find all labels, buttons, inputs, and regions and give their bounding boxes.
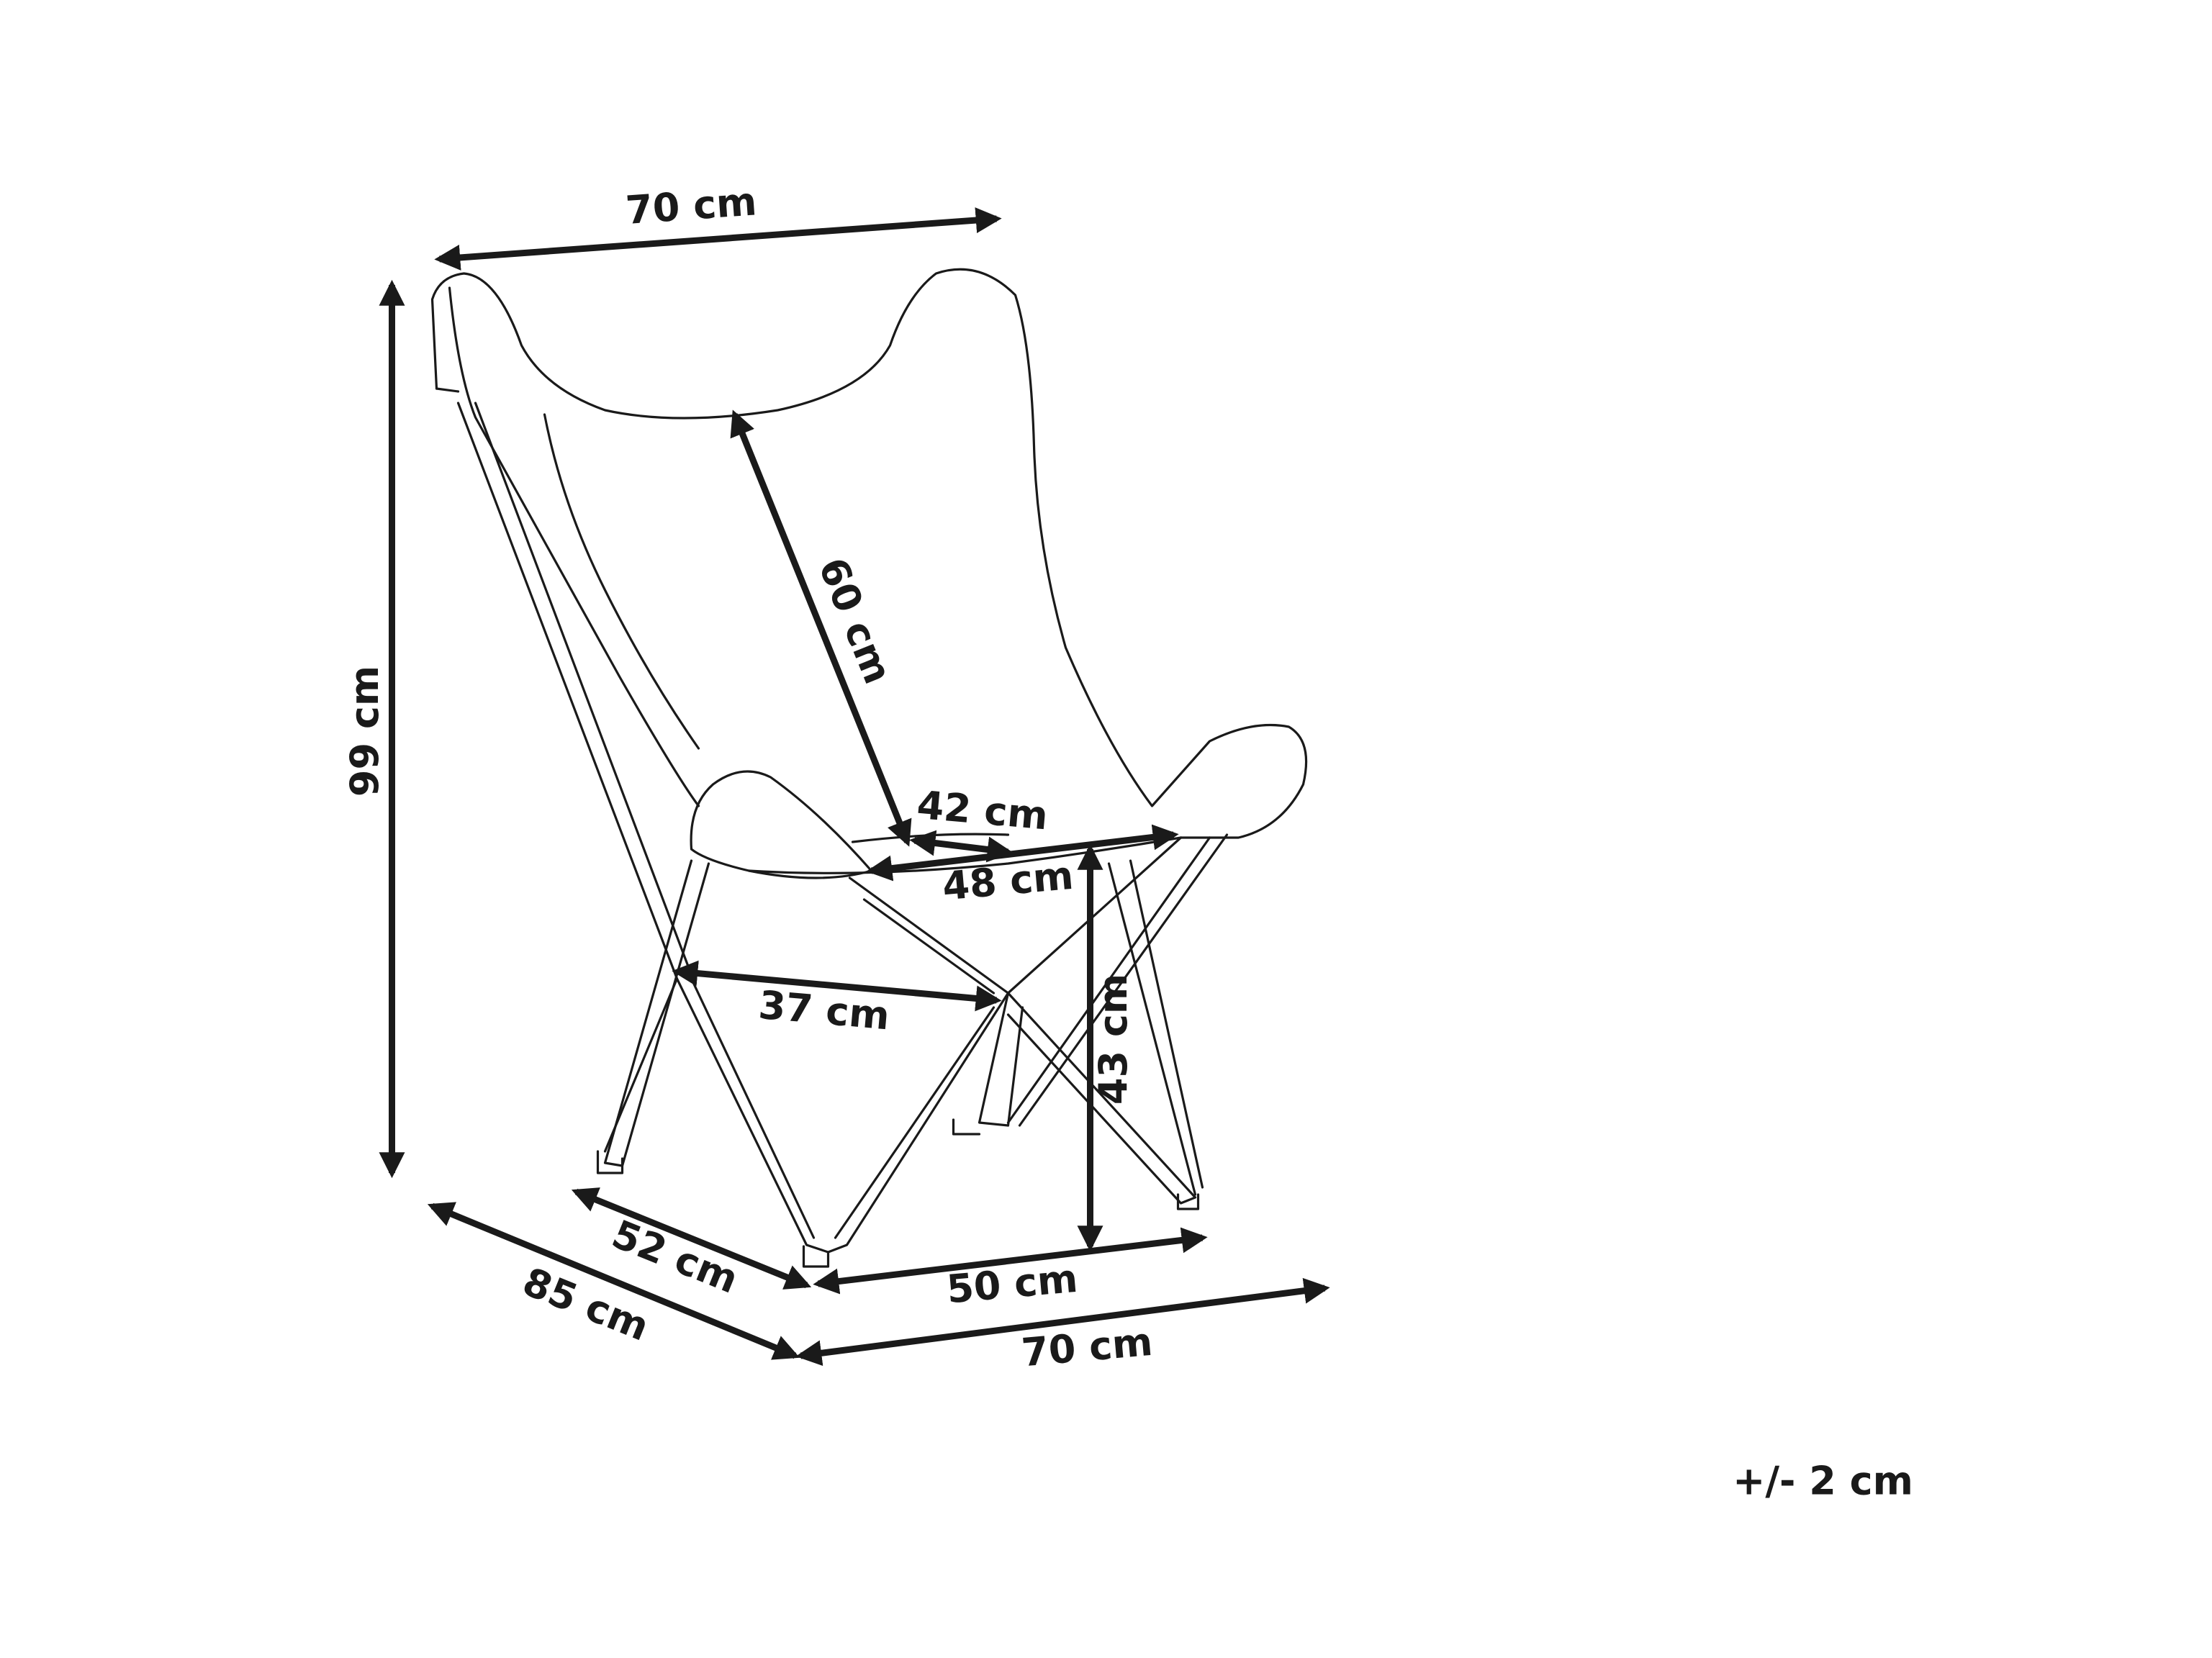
dim-arrow-total-width <box>795 1277 1330 1367</box>
label-total-height: 99 cm <box>342 666 387 797</box>
label-seat-height: 43 cm <box>1091 974 1136 1105</box>
dim-arrow-backrest <box>730 409 912 847</box>
dim-arrow-base-width <box>813 1227 1208 1295</box>
label-top-width: 70 cm <box>624 178 758 233</box>
chair-drawing <box>430 268 1308 1268</box>
dim-arrow-top-width <box>434 207 1002 271</box>
label-backrest-depth: 60 cm <box>810 551 901 690</box>
dim-arrow-frame-inner <box>672 960 1002 1012</box>
dim-arrow-seat-depth <box>909 830 1014 863</box>
label-frame-inner: 37 cm <box>757 982 891 1039</box>
dimension-lines <box>379 207 1330 1367</box>
label-seat-depth: 42 cm <box>915 782 1049 839</box>
dim-arrow-total-depth <box>427 1202 800 1360</box>
tolerance-note: +/- 2 cm <box>1733 1459 1913 1504</box>
dim-arrow-seat-width <box>866 824 1179 882</box>
